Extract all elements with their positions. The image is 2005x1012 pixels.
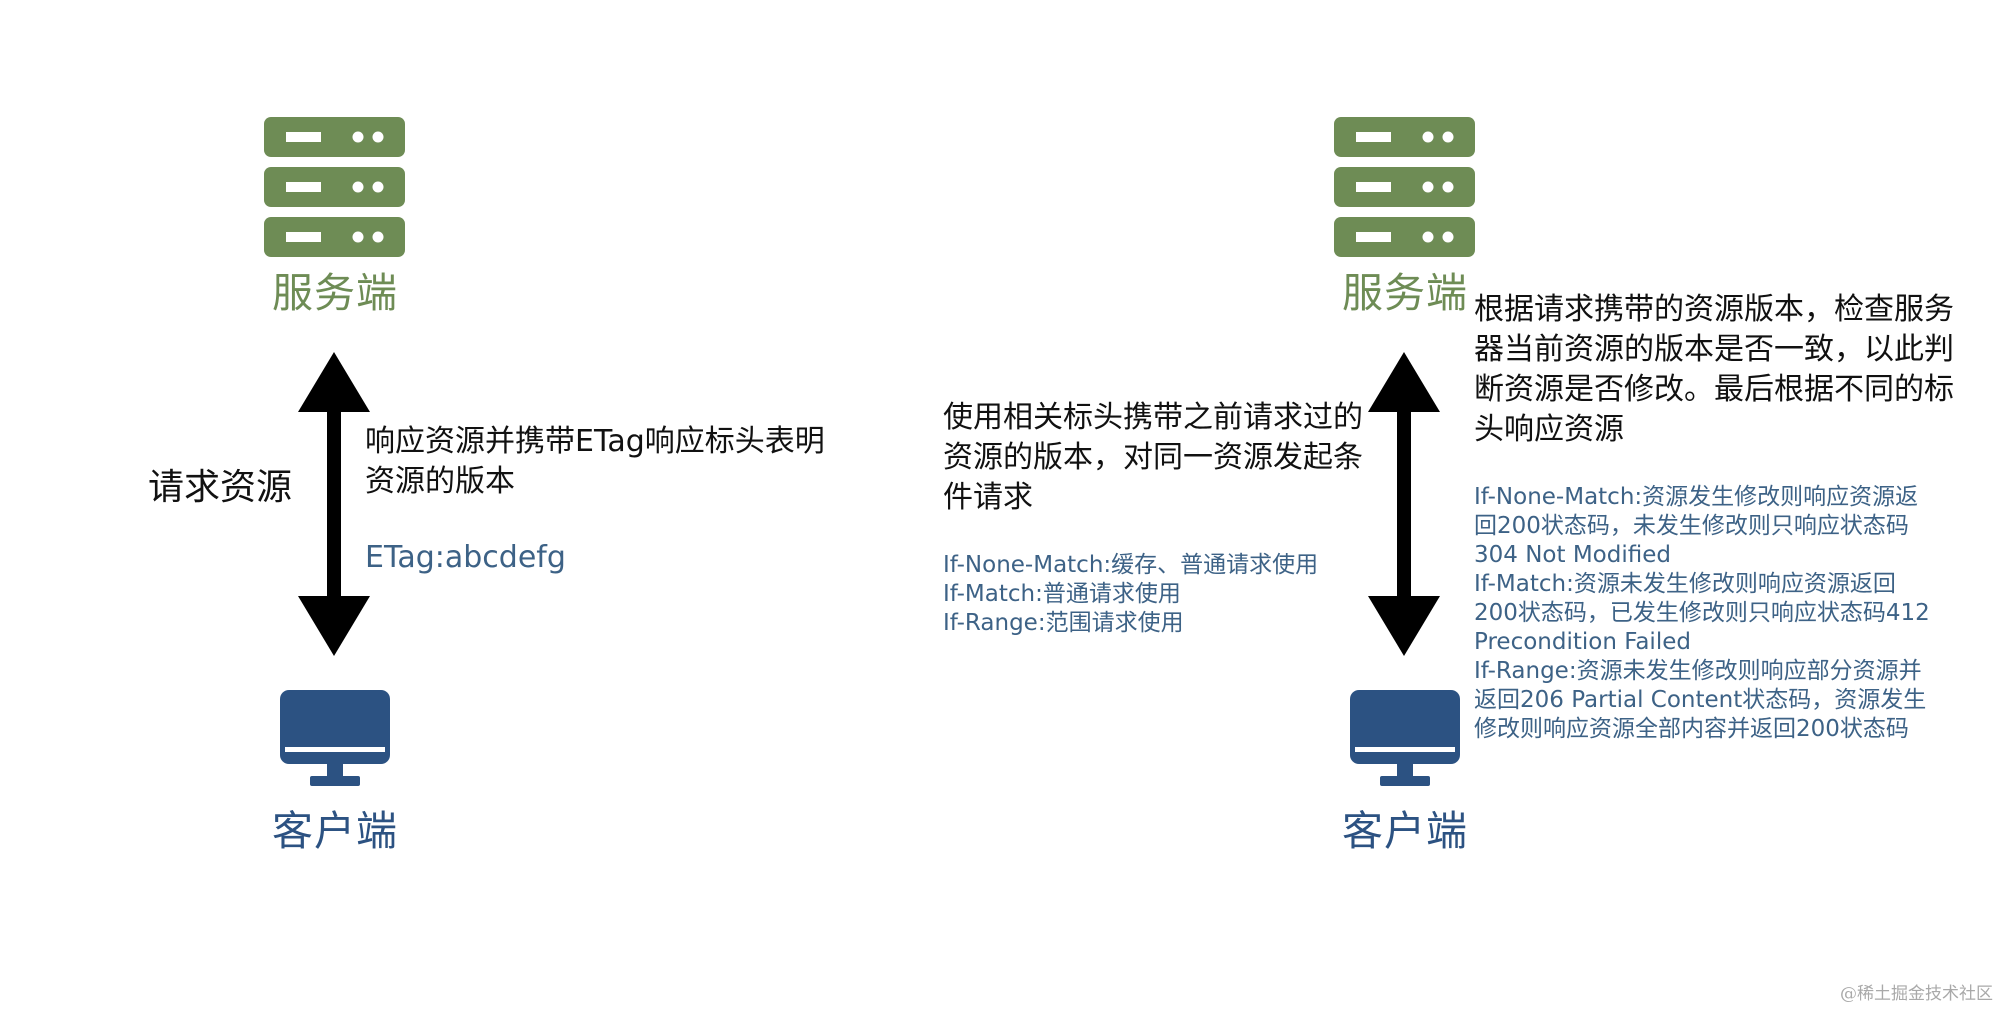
request-text: 使用相关标头携带之前请求过的资源的版本，对同一资源发起条件请求 [943,400,1363,515]
client-label: 客户端 [272,807,398,855]
server-rule-line: 200状态码，已发生修改则只响应状态码412 [1474,600,1930,626]
request-header-line: If-None-Match:缓存、普通请求使用 [943,552,1319,578]
server-text: 根据请求携带的资源版本，检查服务器当前资源的版本是否一致，以此判断资源是否修改。… [1474,292,1954,447]
bidirectional-arrow-icon [1368,352,1440,656]
server-rules: If-None-Match:资源发生修改则响应资源返 回200状态码，未发生修改… [1474,483,1930,744]
server-label: 服务端 [272,269,398,317]
server-rule-line: 返回206 Partial Content状态码，资源发生 [1474,687,1927,713]
request-header-line: If-Match:普通请求使用 [943,581,1181,607]
request-header-line: If-Range:范围请求使用 [943,610,1184,636]
server-rule-line: If-Range:资源未发生修改则响应部分资源并 [1474,658,1922,684]
server-rule-line: 修改则响应资源全部内容并返回200状态码 [1474,716,1909,742]
server-label: 服务端 [1342,269,1468,317]
bidirectional-arrow-icon [298,352,370,656]
request-headers: If-None-Match:缓存、普通请求使用 If-Match:普通请求使用 … [943,551,1318,638]
server-rule-line: Precondition Failed [1474,629,1691,655]
server-icon [264,117,405,257]
arrow-label: 请求资源 [148,467,293,508]
server-rule-line: 回200状态码，未发生修改则只响应状态码 [1474,513,1909,539]
server-rule-line: If-Match:资源未发生修改则响应资源返回 [1474,571,1896,597]
watermark: @稀土掘金技术社区 [1840,984,1993,1004]
client-label: 客户端 [1342,807,1468,855]
server-rule-line: If-None-Match:资源发生修改则响应资源返 [1474,484,1919,510]
server-icon [1334,117,1475,257]
server-rule-line: 304 Not Modified [1474,542,1671,568]
client-monitor-icon [280,690,390,786]
client-monitor-icon [1350,690,1460,786]
etag-text: ETag:abcdefg [365,540,566,575]
response-text: 响应资源并携带ETag响应标头表明资源的版本 [365,424,825,499]
